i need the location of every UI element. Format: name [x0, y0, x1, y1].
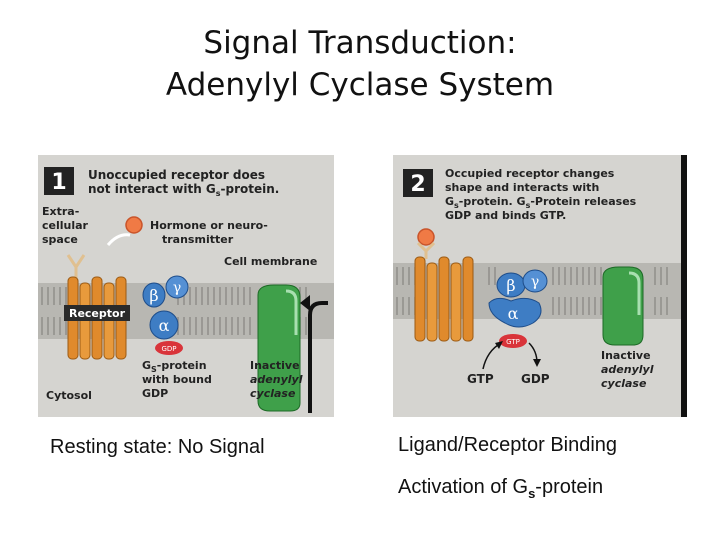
cytosol-label: Cytosol [46, 389, 92, 402]
panel-1-header-line-1: Unoccupied receptor does [88, 168, 265, 182]
cell-membrane-label: Cell membrane [224, 255, 317, 268]
title-line-2: Adenylyl Cyclase System [165, 67, 555, 103]
extracellular-label-3: space [42, 233, 78, 246]
inactive-label-3: cyclase [250, 387, 296, 400]
inactive-label-1: Inactive [601, 349, 651, 362]
step-number-box [403, 169, 433, 197]
slide-title: Signal Transduction: Adenylyl Cyclase Sy… [0, 22, 720, 106]
gamma-subunit: γ [173, 280, 181, 296]
panel-2-header-line-4: GDP and binds GTP. [445, 209, 566, 222]
gs-protein [142, 275, 189, 340]
step-number-box [44, 167, 74, 195]
panel-2-diagram: 2 Occupied receptor changes shape and in… [393, 155, 687, 417]
extracellular-label-1: Extra- [42, 205, 79, 218]
step-number: 2 [410, 172, 425, 197]
gtp-badge [499, 334, 527, 348]
gdp-label: GDP [521, 372, 550, 386]
adenylyl-cyclase [257, 284, 301, 412]
caption-activation: Activation of Gs-protein [398, 476, 604, 501]
gdp-badge-label: GDP [161, 345, 176, 353]
gs-label-1: GS-protein [142, 359, 207, 374]
ligand-hormone [125, 216, 143, 234]
membrane-pointer-arrow [308, 301, 328, 413]
caption-resting-state: Resting state: No Signal [50, 436, 265, 458]
ligand-hormone [417, 228, 435, 246]
panel-2-header-line-1: Occupied receptor changes [445, 167, 615, 180]
panel-2-header-line-3: Gs-protein. Gs-Protein releases [445, 195, 637, 210]
panel-2-header-line-2: shape and interacts with [445, 181, 599, 194]
gamma-subunit: γ [531, 274, 539, 290]
gs-protein-activated [488, 269, 548, 328]
title-line-1: Signal Transduction: [203, 25, 517, 61]
receptor-label-box [64, 305, 130, 321]
gdp-badge [155, 341, 183, 355]
extracellular-label-2: cellular [42, 219, 89, 232]
caption-ligand-binding: Ligand/Receptor Binding [398, 434, 618, 456]
beta-subunit: β [149, 286, 158, 305]
gtp-label: GTP [467, 372, 494, 386]
panel-edge-bar [681, 155, 687, 417]
ligand-arrow [106, 233, 131, 246]
panel-1-header-line-2: not interact with Gs-protein. [88, 182, 279, 198]
panel-1-diagram: 1 Unoccupied receptor does not interact … [38, 167, 334, 413]
hormone-label-2: transmitter [162, 233, 234, 246]
inactive-label-2: adenylyl [601, 363, 654, 376]
receptor-label: Receptor [69, 307, 126, 320]
inactive-label-1: Inactive [250, 359, 300, 372]
step-number: 1 [51, 170, 66, 195]
gs-label-2: with bound [142, 373, 212, 386]
panel-ligand-binding: 2 Occupied receptor changes shape and in… [393, 155, 687, 417]
gtp-badge-label: GTP [506, 338, 520, 346]
adenylyl-cyclase [602, 266, 644, 346]
inactive-label-3: cyclase [601, 377, 647, 390]
panel-resting-state: 1 Unoccupied receptor does not interact … [38, 155, 334, 417]
alpha-subunit: α [508, 304, 519, 323]
gs-label-3: GDP [142, 387, 168, 400]
beta-subunit: β [506, 276, 515, 295]
hormone-label-1: Hormone or neuro- [150, 219, 268, 232]
alpha-subunit: α [159, 316, 170, 335]
receptor-occupied [414, 256, 474, 342]
inactive-label-2: adenylyl [250, 373, 303, 386]
